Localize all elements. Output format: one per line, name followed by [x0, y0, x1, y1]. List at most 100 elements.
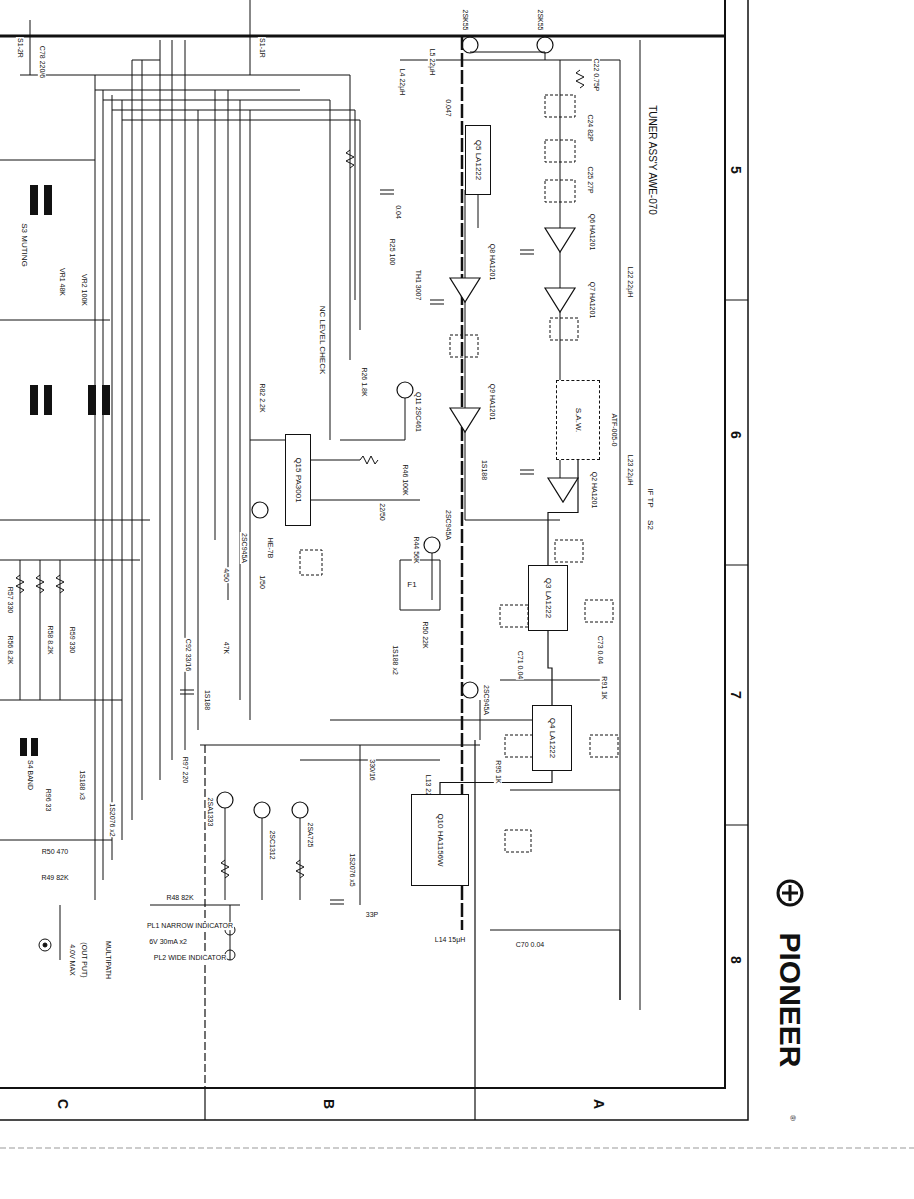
logo-mark — [778, 881, 802, 905]
label-text: 1S188 x3 — [78, 769, 86, 801]
label-text: Q9 HA1201 — [488, 383, 496, 422]
label-text: R48 82K — [165, 894, 194, 902]
label-text: Q6 HA1201 — [588, 213, 596, 252]
transistor-symbol — [254, 802, 270, 818]
label-text: ® — [788, 1114, 797, 1122]
label-text: L5 22μH — [428, 48, 436, 77]
coil-box — [545, 95, 575, 117]
label-text: 2SC945A — [482, 684, 490, 716]
transistor-symbol — [462, 682, 478, 698]
wire — [30, 0, 360, 440]
label-text: R50 470 — [41, 848, 69, 856]
ic-label: Q3 LA1222 — [544, 578, 553, 618]
ic-label: S.A.W. — [574, 408, 583, 432]
label-text: 8 — [727, 955, 742, 965]
transformer-symbol — [30, 385, 38, 415]
label-text: 2SA725 — [306, 822, 314, 849]
label-text: 4.0V MAX — [68, 943, 76, 977]
wire — [0, 0, 640, 1010]
label-text: R59 330 — [68, 626, 76, 654]
ic-label: Q4 LA1222 — [548, 718, 557, 758]
label-text: 2SC945A — [444, 509, 452, 541]
label-text: S2 — [646, 519, 655, 531]
ic-box: Q10 HA1156W — [411, 794, 469, 886]
label-text: 5 — [727, 165, 742, 175]
label-text: 1/50 — [258, 574, 266, 590]
transformer-symbol — [30, 185, 38, 215]
transistor-symbol — [252, 502, 268, 518]
ic-box: Q15 PA3001 — [285, 434, 311, 526]
resistor-symbol — [16, 575, 24, 593]
label-text: Q8 HA1201 — [488, 243, 496, 282]
label-text: Q2 HA1201 — [590, 471, 598, 510]
wire — [400, 40, 640, 1010]
capacitor-symbol — [180, 190, 534, 904]
label-text: R25 100 — [388, 238, 396, 266]
ic-label: Q5 LA1222 — [474, 140, 483, 180]
resistor-symbol — [346, 150, 354, 168]
label-text: R97 220 — [181, 756, 189, 784]
label-text: 1S188 — [480, 459, 488, 481]
label-text: S4 BAND — [26, 759, 34, 791]
label-text: NC LEVEL CHECK — [318, 305, 327, 376]
amplifier-triangle — [450, 278, 480, 302]
label-text: R46 100K — [401, 463, 409, 496]
label-text: C78 220/6 — [38, 45, 46, 79]
label-text: 1S188 — [203, 689, 211, 711]
resistor-symbol — [36, 575, 44, 593]
resistor-symbol — [16, 70, 584, 878]
label-text: 2SA1333 — [206, 797, 214, 828]
wire — [20, 560, 60, 700]
coil-box — [585, 600, 613, 622]
resistor-symbol — [221, 860, 229, 878]
label-text: R57 330 — [6, 586, 14, 614]
label-text: 2SK55 — [461, 8, 469, 31]
transformer-symbol — [102, 385, 110, 415]
logo-mark — [782, 885, 798, 901]
label-text: HE-7B — [266, 537, 274, 560]
label-text: 2SC1312 — [268, 829, 276, 860]
coil-box — [500, 605, 528, 627]
ic-label: Q10 HA1156W — [436, 813, 445, 866]
label-text: 1S188 x2 — [391, 644, 399, 676]
label-text: 2SK55 — [536, 8, 544, 31]
label-text: 6 — [727, 430, 742, 440]
label-text: VR2 100K — [80, 273, 88, 307]
wire — [250, 398, 440, 610]
transistor-symbol — [217, 37, 553, 818]
coil-box — [545, 140, 575, 162]
label-text: S1-2R — [16, 37, 24, 59]
signal-wire — [548, 460, 578, 565]
ic-box: Q3 LA1222 — [528, 565, 568, 631]
wire — [95, 40, 250, 900]
label-text: MULTIPATH — [104, 940, 112, 980]
label-text: C — [54, 1098, 69, 1110]
label-text: L4 22μH — [398, 68, 406, 97]
label-text: R82 2.2K — [258, 382, 266, 413]
transistor-symbol — [424, 537, 440, 553]
label-text: Q7 HA1201 — [588, 281, 596, 320]
label-text: R95 1K — [494, 759, 502, 784]
transistor-symbol — [462, 37, 478, 53]
transformer-symbol — [88, 385, 96, 415]
label-text: 47K — [222, 641, 230, 655]
label-text: S3 MUTING — [20, 222, 29, 268]
label-text: 4/50 — [222, 567, 230, 583]
label-text: C71 0.04 — [516, 650, 524, 680]
transformer-symbol — [20, 185, 110, 756]
capacitor-symbol — [180, 190, 534, 904]
label-text: R56 8.2K — [6, 634, 14, 665]
frame-line — [0, 1148, 914, 1149]
label-text: 33P — [365, 911, 379, 919]
coil-box — [505, 830, 531, 852]
label-text: IF TP — [646, 487, 655, 508]
label-text: PL2 WIDE INDICATOR — [153, 954, 227, 962]
frame-line — [0, 0, 748, 1120]
wire — [300, 680, 620, 1000]
coil-box — [545, 180, 575, 202]
frame-line — [0, 0, 914, 1148]
amplifier-triangle — [450, 408, 480, 432]
label-text: R26 1.8K — [360, 366, 368, 397]
label-text: C24 82P — [586, 113, 594, 142]
label-text: R96 33 — [44, 788, 52, 813]
